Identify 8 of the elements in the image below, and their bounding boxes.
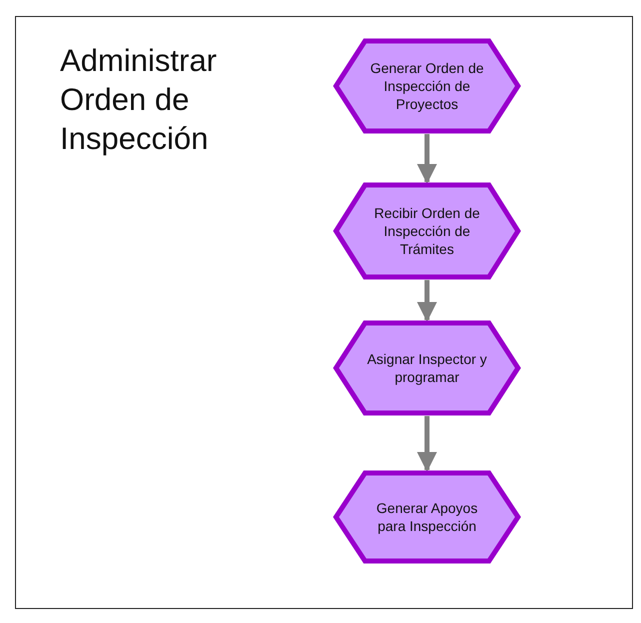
arrow <box>417 280 437 322</box>
arrow <box>417 134 437 184</box>
step-label: Recibir Orden de Inspección de Trámites <box>373 204 481 258</box>
step-label: Generar Orden de Inspección de Proyectos <box>369 58 485 114</box>
step-label: Generar Apoyos para Inspección <box>375 498 479 536</box>
diagram-title: Administrar Orden de Inspección <box>60 42 218 158</box>
step-label: Asignar Inspector y programar <box>366 350 488 386</box>
arrow <box>417 416 437 472</box>
